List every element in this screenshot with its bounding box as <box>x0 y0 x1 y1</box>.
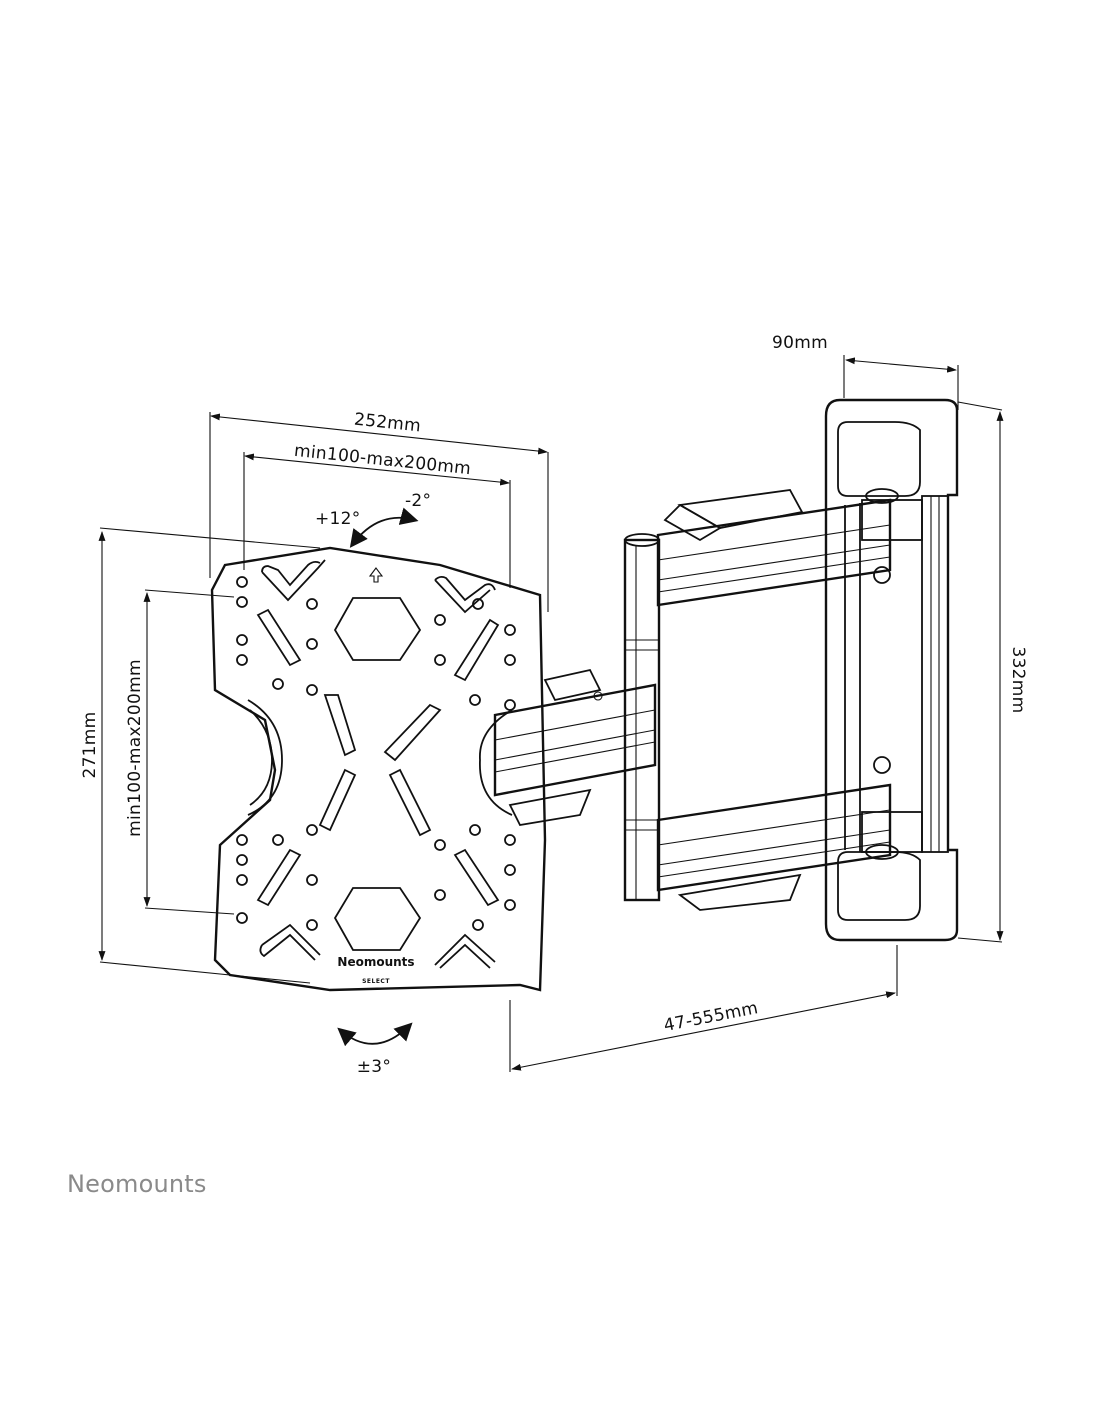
plate-logo-line: SELECT <box>362 978 390 985</box>
label-vesa-vertical: min100-max200mm <box>125 659 145 837</box>
label-vesa-horizontal: min100-max200mm <box>293 441 472 479</box>
dimension-wall-depth: 90mm <box>772 333 959 410</box>
label-rotation: ±3° <box>357 1057 391 1077</box>
mounting-holes <box>236 576 516 931</box>
footer-brand: Neomounts <box>67 1170 207 1198</box>
plate-logo-brand: Neomounts <box>337 955 414 969</box>
label-wall-height: 332mm <box>1008 646 1028 713</box>
label-tilt-down: -2° <box>405 491 431 511</box>
dimension-vesa-horizontal: min100-max200mm <box>243 441 511 588</box>
wall-plate <box>824 398 959 942</box>
vesa-plate: Neomounts SELECT <box>210 546 547 992</box>
tilt-indicator: +12° -2° <box>315 491 431 548</box>
label-tilt-up: +12° <box>315 509 361 529</box>
dimension-wall-height: 332mm <box>957 401 1028 943</box>
swing-arm <box>493 489 892 911</box>
dimension-vesa-vertical: min100-max200mm <box>125 589 235 915</box>
label-wall-depth: 90mm <box>772 333 828 353</box>
label-plate-height: 271mm <box>80 711 100 778</box>
rotation-indicator: ±3° <box>337 1022 413 1077</box>
dimension-plate-height: 271mm <box>80 527 321 984</box>
label-extension: 47-555mm <box>662 998 760 1036</box>
dimension-extension: 47-555mm <box>509 945 898 1072</box>
